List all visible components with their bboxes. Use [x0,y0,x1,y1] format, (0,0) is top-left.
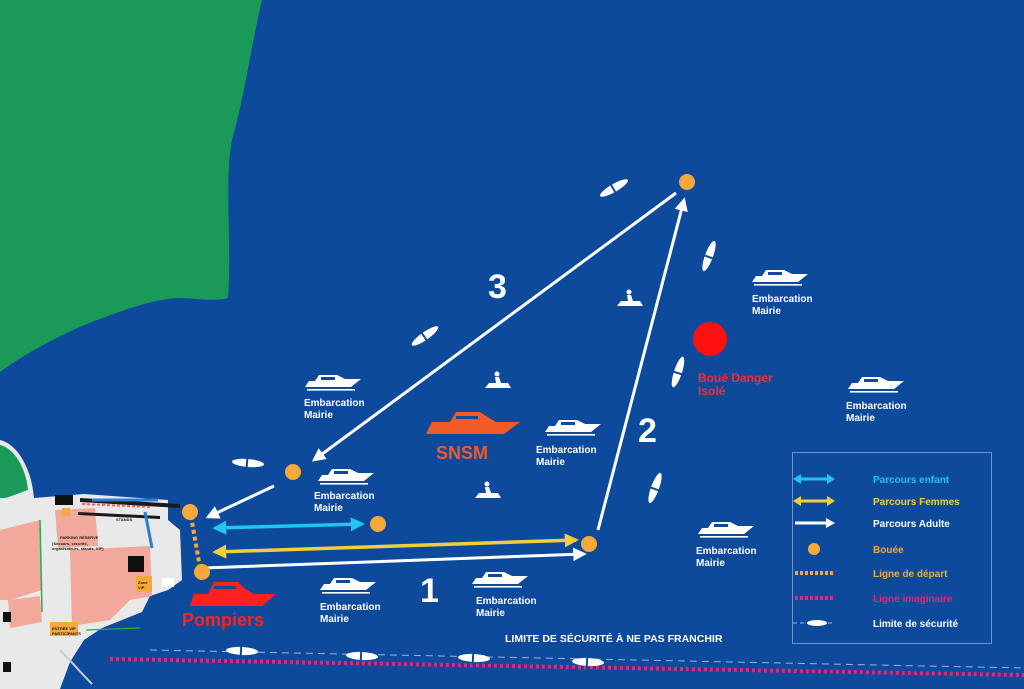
headland-green [0,0,262,372]
jetski-icon [617,289,643,306]
snsm-boat-icon [426,412,520,434]
child-course [212,517,365,535]
buoy [285,464,301,480]
pompiers-label: Pompiers [182,610,265,630]
imaginary-line [109,657,1024,677]
course-number-2: 2 [638,412,657,450]
kayak-line-icon [793,620,835,626]
starting-line [189,515,202,569]
boat-icon [848,377,904,393]
arrow-icon [795,518,835,528]
zone-vip-label: Zone VIP [138,580,148,590]
jetski-icon [475,481,501,498]
stands-label: STANDS [116,517,133,522]
legend-label: Ligne de départ [873,569,948,580]
kayak-icon [666,354,690,390]
parking-sub-label: (Secours, sécurité, organisateurs, stand… [52,541,104,551]
kayak-icon [642,470,668,506]
adult-course [203,191,688,570]
buoy [182,504,198,520]
women-course [212,533,579,559]
kayak-icon [596,173,632,203]
boat-icon [545,420,601,436]
boat-icon [305,375,361,391]
boat-icon [320,578,376,594]
double-arrow-icon [793,496,835,506]
legend-label: Limite de sécurité [873,619,959,630]
safety-limit-text: LIMITE DE SÉCURITÉ À NE PAS FRANCHIR [505,633,723,645]
jetski-icon [485,371,511,388]
legend-item-imaginary-line: Ligne imaginaire [793,590,991,610]
kayak-icon [407,321,443,351]
boat-icon [698,522,754,538]
legend-item-start-line: Ligne de départ [793,565,991,585]
course-number-1: 1 [420,572,439,610]
kayak-icon [225,643,259,659]
legend-label: Ligne imaginaire [873,594,953,605]
snsm-label: SNSM [436,443,489,463]
legend-label: Parcours Femmes [873,497,960,508]
buoy [581,536,597,552]
pompiers-boat-icon [190,582,276,606]
course-buoys [182,174,695,580]
buoy [194,564,210,580]
harbour-area [0,440,182,689]
buoy [679,174,695,190]
legend-item-women-course: Parcours Femmes [793,493,991,513]
legend-label: Bouée [873,545,904,556]
buoy-dot-icon [808,543,820,555]
legend-item-buoy: Bouée [793,541,991,561]
dotted-line-icon [795,571,833,575]
legend-item-safety-limit: Limite de sécurité [793,615,991,635]
course-number-3: 3 [488,268,507,306]
entree-label: ENTRÉE VIP PARTICIPANTS [52,626,81,636]
legend-item-child-course: Parcours enfant [793,471,991,491]
buoy [370,516,386,532]
kayak-icon [696,238,722,274]
kayak-icon [571,654,605,670]
kayak-icon [231,454,265,472]
legend-label: Parcours Adulte [873,519,950,530]
legend-item-adult-course: Parcours Adulte [793,515,991,535]
boat-icon [472,572,528,588]
boat-icon [752,270,808,286]
kayak-icon [457,650,491,666]
boat-icon [318,469,374,485]
legend: Parcours enfant Parcours Femmes Parcours… [792,452,992,644]
dotted-line-icon [795,596,833,600]
danger-buoy [693,322,727,356]
parking-label: PARKING RÉSERVÉ [60,535,99,540]
legend-label: Parcours enfant [873,475,950,486]
double-arrow-icon [793,474,835,484]
